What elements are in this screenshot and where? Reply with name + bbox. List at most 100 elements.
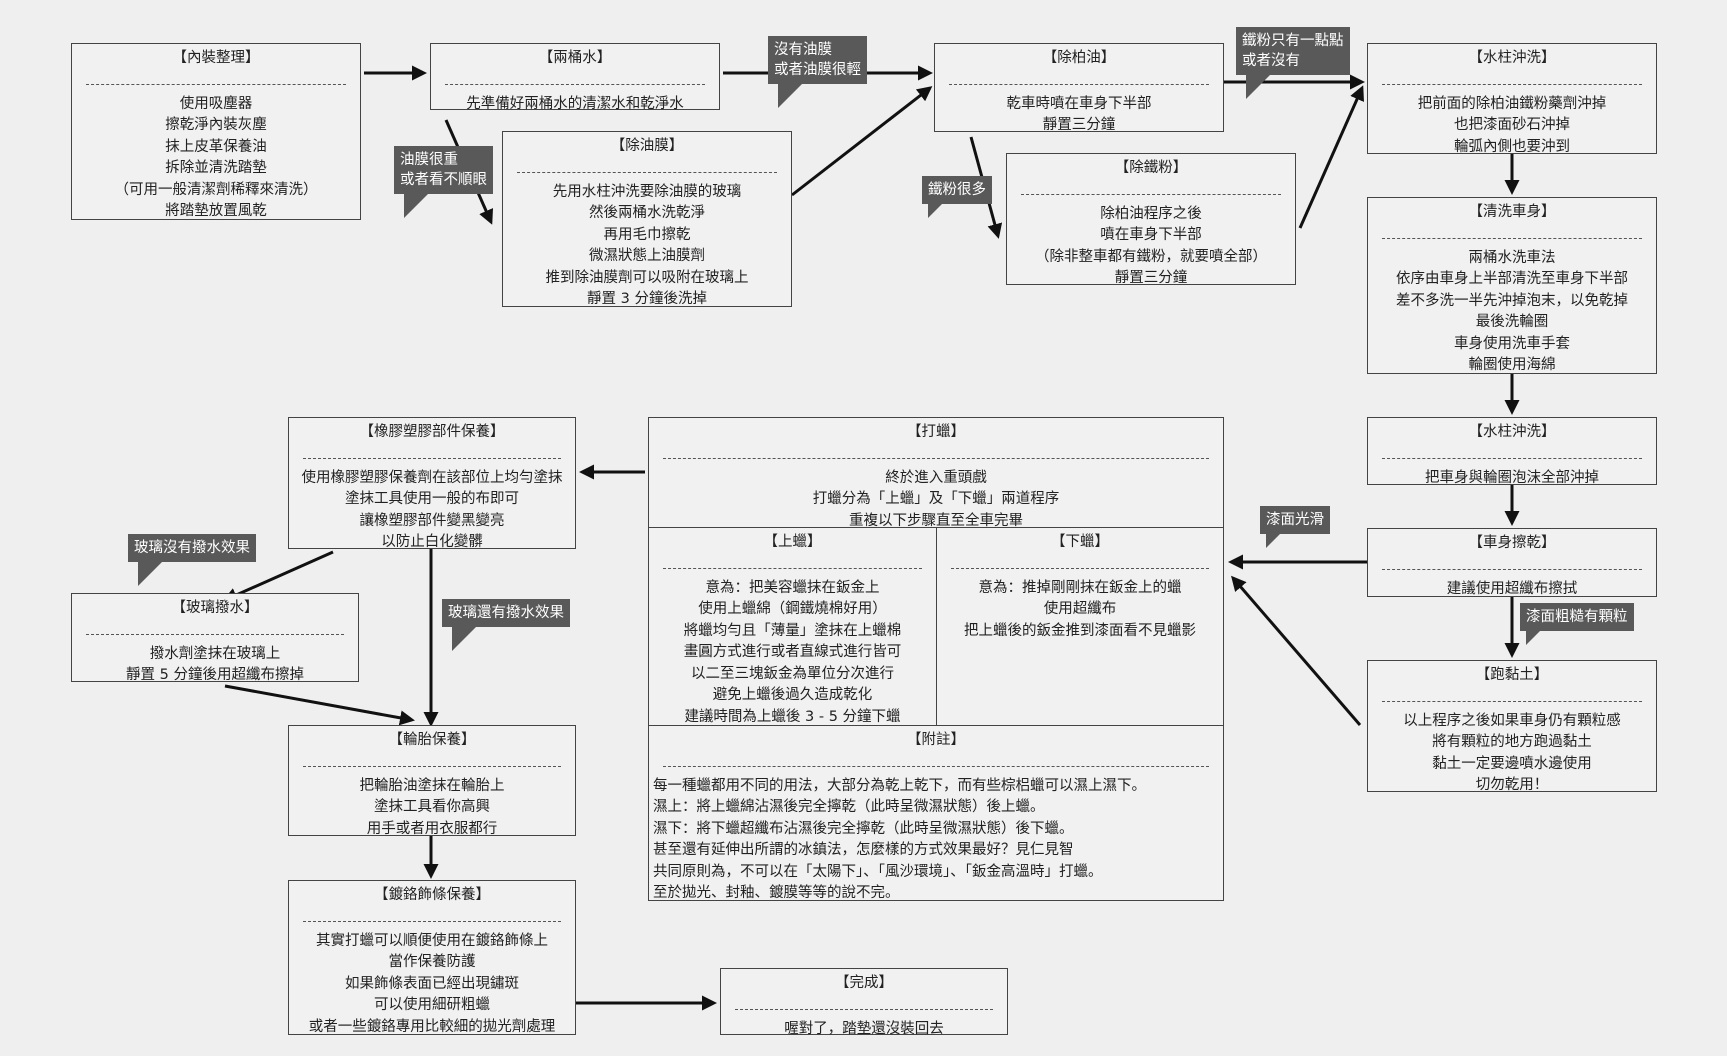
step-line: （除非整車都有鐵粉，就要噴全部） <box>1035 248 1267 265</box>
step-title: 【附註】 <box>907 732 965 748</box>
callout-no-oil-film: 沒有油膜 或者油膜很輕 <box>768 36 867 108</box>
step-line: 讓橡塑膠部件變黑變亮 <box>359 512 505 529</box>
step-tire: 【輪胎保養】 把輪胎油塗抹在輪胎上 塗抹工具看你高興 用手或者用衣服都行 <box>288 725 576 837</box>
step-wash-body: 【清洗車身】 兩桶水洗車法 依序由車身上半部清洗至車身下半部 差不多洗一半先沖掉… <box>1367 197 1657 374</box>
step-line: 推到除油膜劑可以吸附在玻璃上 <box>545 269 749 286</box>
step-line: 把輪胎油塗抹在輪胎上 <box>359 777 505 794</box>
step-rinse-2: 【水柱沖洗】 把車身與輪圈泡沫全部沖掉 <box>1367 417 1657 486</box>
arrow-rubber-to-glass <box>222 550 334 602</box>
step-line: 噴在車身下半部 <box>1100 227 1202 243</box>
step-interior: 【內裝整理】 使用吸塵器 擦乾淨內裝灰塵 抹上皮革保養油 拆除並清洗踏墊 （可用… <box>71 43 361 220</box>
arrow-glass-to-tire <box>224 684 415 726</box>
step-rubber-plastic: 【橡膠塑膠部件保養】 使用橡膠塑膠保養劑在該部位上均勻塗抹 塗抹工具使用一般的布… <box>288 417 576 550</box>
step-line: 把前面的除柏油鐵粉藥劑沖掉 <box>1417 95 1607 112</box>
step-line: 將有顆粒的地方跑過黏土 <box>1432 734 1592 750</box>
step-title: 【除油膜】 <box>610 138 684 154</box>
divider <box>663 457 1209 459</box>
step-line: 微濕狀態上油膜劑 <box>589 248 705 264</box>
step-line: 以上程序之後如果車身仍有顆粒感 <box>1403 712 1621 729</box>
step-line: 其實打蠟可以順便使用在鍍鉻飾條上 <box>316 932 548 949</box>
step-line: 然後兩桶水洗乾淨 <box>589 205 705 221</box>
callout-smooth-paint: 漆面光滑 <box>1260 506 1330 548</box>
step-title: 【除柏油】 <box>1042 50 1116 66</box>
step-line: 可以使用細研粗蠟 <box>374 997 490 1013</box>
divider <box>1382 568 1642 570</box>
step-title: 【打蠟】 <box>907 424 965 440</box>
callout-line: 油膜很重 <box>400 152 458 168</box>
step-wax-off: 【下蠟】 意為：推掉剛剛抹在鈑金上的蠟 使用超纖布 把上蠟後的鈑金推到漆面看不見… <box>936 527 1224 726</box>
step-line: 車身使用洗車手套 <box>1454 335 1570 352</box>
step-iron: 【除鐵粉】 除柏油程序之後 噴在車身下半部 （除非整車都有鐵粉，就要噴全部） 靜… <box>1006 153 1296 286</box>
callout-line: 或者油膜很輕 <box>774 62 861 78</box>
step-oil-film: 【除油膜】 先用水柱沖洗要除油膜的玻璃 然後兩桶水洗乾淨 再用毛巾擦乾 微濕狀態… <box>502 131 792 307</box>
step-line: 依序由車身上半部清洗至車身下半部 <box>1396 271 1628 287</box>
step-line: 靜置三分鐘 <box>1042 117 1116 133</box>
step-line: 意為：推掉剛剛抹在鈑金上的蠟 <box>978 579 1182 596</box>
step-line: 靜置三分鐘 <box>1114 270 1188 286</box>
step-title: 【內裝整理】 <box>172 50 260 66</box>
divider <box>86 83 346 85</box>
step-title: 【上蠟】 <box>763 534 822 550</box>
step-title: 【鍍鉻飾條保養】 <box>374 887 490 903</box>
step-line: 將蠟均勻且「薄量」塗抹在上蠟棉 <box>683 622 902 639</box>
step-line: 或者一些鍍鉻專用比較細的拋光劑處理 <box>308 1018 556 1035</box>
step-line: 塗抹工具使用一般的布即可 <box>345 491 519 507</box>
step-line: 差不多洗一半先沖掉泡末，以免乾掉 <box>1396 292 1628 309</box>
step-line: 先用水柱沖洗要除油膜的玻璃 <box>552 183 742 200</box>
step-line: 打蠟分為「上蠟」及「下蠟」兩道程序 <box>812 491 1060 507</box>
callout-line: 玻璃沒有撥水效果 <box>134 540 250 556</box>
divider <box>663 567 922 569</box>
step-dry: 【車身擦乾】 建議使用超纖布擦拭 <box>1367 528 1657 597</box>
step-line: 再用毛巾擦乾 <box>603 226 691 243</box>
step-line: 避免上蠟後過久造成乾化 <box>712 687 873 703</box>
step-line: 切勿乾用！ <box>1475 777 1549 793</box>
step-line: 把上蠟後的鈑金推到漆面看不見蠟影 <box>964 622 1196 639</box>
step-title: 【清洗車身】 <box>1468 204 1556 220</box>
step-line: 輪圈使用海綿 <box>1468 357 1556 373</box>
callout-line: 鐵粉很多 <box>928 182 986 198</box>
step-title: 【輪胎保養】 <box>388 732 476 748</box>
step-line: 抹上皮革保養油 <box>165 138 267 155</box>
callout-line: 漆面粗糙有顆粒 <box>1526 609 1628 625</box>
divider <box>735 1008 993 1010</box>
callout-has-water-repel: 玻璃還有撥水效果 <box>442 599 570 651</box>
arrow-iron-to-rinse <box>1298 85 1364 229</box>
divider <box>517 171 777 173</box>
step-line: 除柏油程序之後 <box>1100 205 1202 222</box>
step-line: 撥水劑塗抹在玻璃上 <box>149 645 281 662</box>
step-line: 建議使用超纖布擦拭 <box>1446 580 1578 597</box>
step-title: 【下蠟】 <box>1051 534 1109 550</box>
step-title: 【水柱沖洗】 <box>1468 424 1556 440</box>
step-line: 終於進入重頭戲 <box>885 469 987 486</box>
step-line: 使用橡膠塑膠保養劑在該部位上均勻塗抹 <box>301 469 563 486</box>
note-line: 至於拋光、封釉、鍍膜等等的說不完。 <box>653 885 900 901</box>
step-two-buckets: 【兩桶水】 先準備好兩桶水的清潔水和乾淨水 <box>430 43 720 112</box>
step-line: 建議時間為上蠟後 3 - 5 分鐘下蠟 <box>684 708 901 725</box>
callout-line: 鐵粉只有一點點 <box>1242 33 1344 49</box>
callout-line: 或者看不順眼 <box>400 172 487 188</box>
callout-much-iron: 鐵粉很多 <box>922 176 992 218</box>
step-line: 以二至三塊鈑金為單位分次進行 <box>691 665 894 682</box>
step-title: 【完成】 <box>835 975 893 991</box>
step-wax: 【打蠟】 終於進入重頭戲 打蠟分為「上蠟」及「下蠟」兩道程序 重複以下步驟直至全… <box>648 417 1224 529</box>
divider <box>445 83 705 85</box>
step-line: 把車身與輪圈泡沫全部沖掉 <box>1425 469 1599 486</box>
step-clay: 【跑黏土】 以上程序之後如果車身仍有顆粒感 將有顆粒的地方跑過黏土 黏土一定要邊… <box>1367 660 1657 793</box>
step-title: 【兩桶水】 <box>538 50 612 66</box>
callout-little-iron: 鐵粉只有一點點 或者沒有 <box>1236 27 1350 99</box>
callout-line: 玻璃還有撥水效果 <box>448 605 564 621</box>
step-line: 喔對了，踏墊還沒裝回去 <box>784 1020 944 1037</box>
divider <box>1382 83 1642 85</box>
step-line: 使用超纖布 <box>1043 601 1117 617</box>
divider <box>949 83 1209 85</box>
divider <box>303 457 561 459</box>
note-line: 濕下：將下蠟超纖布沾濕後完全擰乾（此時呈微濕狀態）後下蠟。 <box>653 820 1074 837</box>
step-chrome: 【鍍鉻飾條保養】 其實打蠟可以順便使用在鍍鉻飾條上 當作保養防護 如果飾條表面已… <box>288 880 576 1035</box>
divider <box>86 633 344 635</box>
step-done: 【完成】 喔對了，踏墊還沒裝回去 <box>720 968 1008 1037</box>
step-line: 畫圓方式進行或者直線式進行皆可 <box>683 644 902 660</box>
step-line: 當作保養防護 <box>388 954 476 970</box>
step-line: 最後洗輪圈 <box>1475 314 1549 330</box>
callout-line: 或者沒有 <box>1242 53 1300 69</box>
step-wax-on: 【上蠟】 意為：把美容蠟抹在鈑金上 使用上蠟綿（鋼鐵燒棉好用） 將蠟均勻且「薄量… <box>648 527 937 726</box>
